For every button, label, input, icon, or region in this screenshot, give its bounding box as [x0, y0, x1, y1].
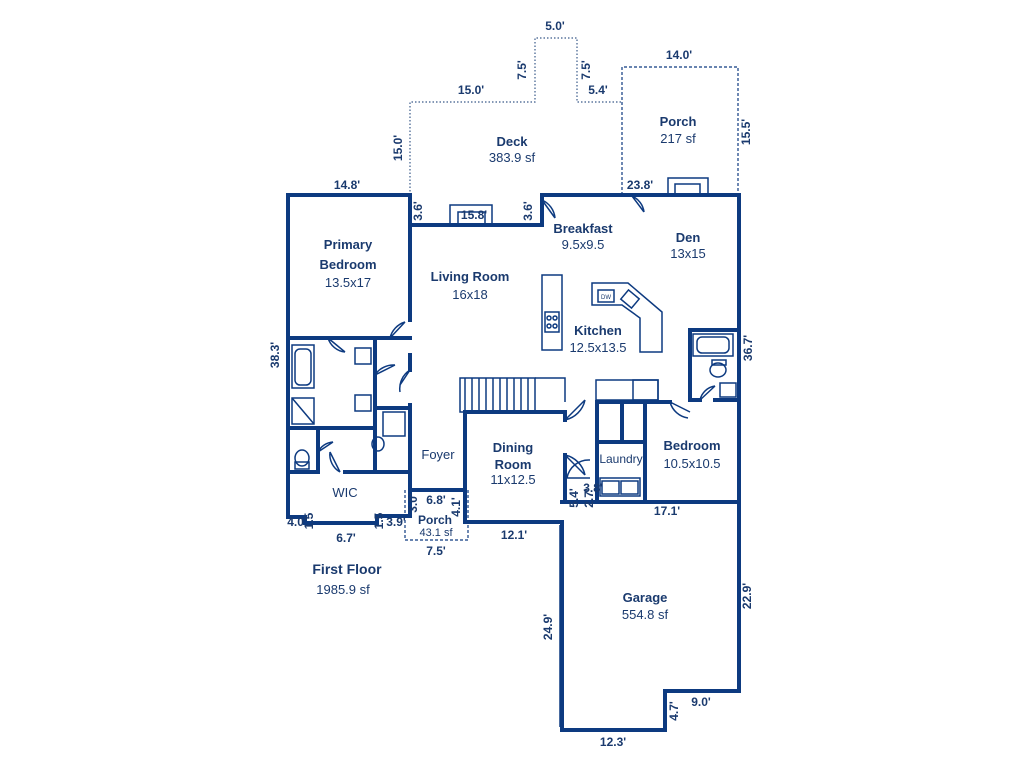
dining-room-size: 11x12.5	[490, 472, 535, 487]
dim-3-9: 3.9'	[386, 515, 406, 529]
primary-bedroom-name2: Bedroom	[319, 257, 376, 272]
breakfast-size: 9.5x9.5	[562, 237, 605, 252]
kitchen-name: Kitchen	[574, 323, 622, 338]
den-size: 13x15	[670, 246, 705, 261]
dim-24-9: 24.9'	[541, 614, 555, 640]
dim-7-5-left: 7.5'	[515, 60, 529, 80]
dim-9-0: 9.0'	[691, 695, 711, 709]
dim-14-8: 14.8'	[334, 178, 360, 192]
front-porch-name: Porch	[418, 513, 452, 527]
rear-porch-area: 217 sf	[660, 131, 696, 146]
dim-3-6-right: 3.6'	[521, 201, 535, 221]
floor-area: 1985.9 sf	[316, 582, 370, 597]
garage-area: 554.8 sf	[622, 607, 669, 622]
fireplace-icon	[449, 177, 709, 226]
dining-room-name2: Room	[495, 457, 532, 472]
dim-15-0-side: 15.0'	[391, 135, 405, 161]
interior-walls	[286, 226, 741, 504]
dim-7-5-right: 7.5'	[579, 60, 593, 80]
dishwasher-label: DW	[601, 295, 611, 301]
dim-17-1: 17.1'	[654, 504, 680, 518]
dim-22-9: 22.9'	[740, 583, 754, 609]
rear-porch-name: Porch	[660, 114, 697, 129]
dim-3-8: 3.8'	[583, 481, 603, 495]
dim-15-5: 15.5'	[739, 119, 753, 145]
front-porch-area: 43.1 sf	[419, 527, 453, 539]
breakfast-name: Breakfast	[553, 221, 613, 236]
dim-14-0: 14.0'	[666, 48, 692, 62]
dim-3-0: 3.0'	[406, 493, 420, 513]
living-room-name: Living Room	[431, 269, 510, 284]
dim-12-3: 12.3'	[600, 735, 626, 749]
dining-room-name1: Dining	[493, 440, 533, 455]
dim-15-0-top: 15.0'	[458, 83, 484, 97]
staircase	[459, 377, 566, 413]
dim-5-0: 5.0'	[545, 19, 565, 33]
dim-36-7: 36.7'	[741, 335, 755, 361]
laundry-name: Laundry	[599, 452, 642, 466]
dim-15-8: 15.8'	[461, 208, 487, 222]
dim-3-6-left: 3.6'	[411, 201, 425, 221]
dim-7-5-porch: 7.5'	[426, 544, 446, 558]
dim-4-7: 4.7'	[667, 701, 681, 721]
dim-38-3: 38.3'	[268, 342, 282, 368]
den-name: Den	[676, 230, 701, 245]
primary-bedroom-name1: Primary	[324, 237, 373, 252]
foyer-name: Foyer	[421, 447, 455, 462]
dim-6-7: 6.7'	[336, 531, 356, 545]
dim-6-8: 6.8'	[426, 493, 446, 507]
wic-name: WIC	[332, 485, 357, 500]
dim-2-7: 2.7'	[582, 488, 596, 508]
deck-area: 383.9 sf	[489, 150, 536, 165]
rear-porch-outline	[621, 66, 739, 195]
dim-1-5-right: 1.5	[372, 512, 386, 529]
dim-23-8: 23.8'	[627, 178, 653, 192]
door-swings	[317, 195, 716, 479]
deck-name: Deck	[496, 134, 528, 149]
dim-4-0: 4.0'	[287, 515, 307, 529]
kitchen-size: 12.5x13.5	[569, 340, 626, 355]
dim-5-4-top: 5.4'	[588, 83, 608, 97]
garage-name: Garage	[623, 590, 668, 605]
dim-1-5-left: 1.5	[302, 512, 316, 529]
bath-fixtures	[291, 333, 737, 470]
dim-4-1: 4.1'	[449, 497, 463, 517]
kitchen-counters	[541, 274, 663, 497]
living-room-size: 16x18	[452, 287, 487, 302]
front-porch-outline	[404, 490, 469, 541]
bedroom-size: 10.5x10.5	[663, 456, 720, 471]
primary-bedroom-size: 13.5x17	[325, 275, 371, 290]
dim-5-4-side: 5.4'	[567, 488, 581, 508]
floor-title: First Floor	[312, 561, 382, 577]
dim-12-1: 12.1'	[501, 528, 527, 542]
bedroom-name: Bedroom	[663, 438, 720, 453]
